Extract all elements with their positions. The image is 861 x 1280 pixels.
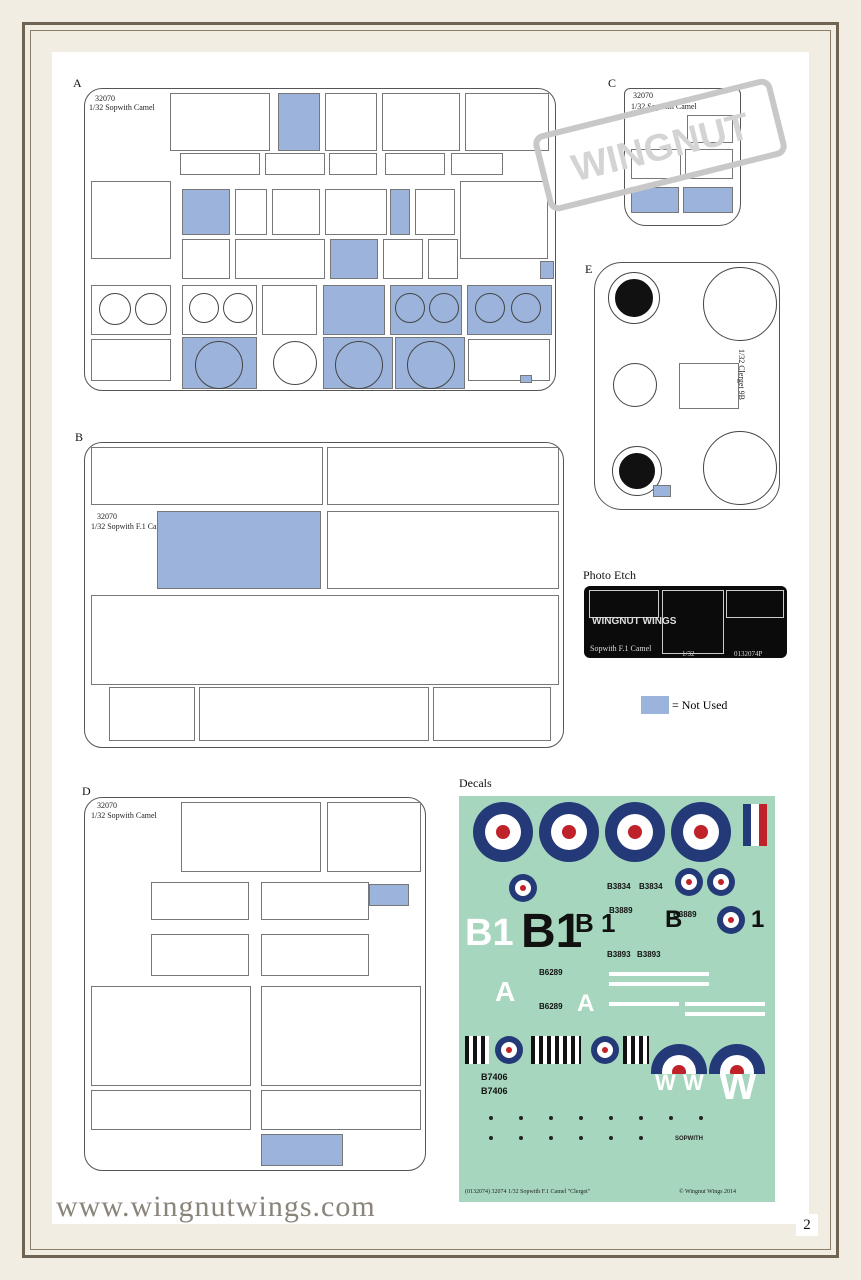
decal-caption-left: (0132074) 32074 1/32 Sopwith F.1 Camel "…	[465, 1189, 591, 1195]
legend-swatch	[641, 696, 669, 714]
photo-etch-brand: WINGNUT WINGS	[592, 616, 677, 627]
sprue-c-code: 32070	[633, 91, 653, 100]
sprue-b: 32070 1/32 Sopwith F.1 Camel	[84, 442, 564, 748]
sprue-d-label: D	[82, 784, 91, 798]
sprue-b-name: 1/32 Sopwith F.1 Camel	[91, 522, 169, 531]
wingnut-watermark-logo: WINGNUT	[511, 58, 809, 232]
sprue-d-code: 32070	[97, 801, 117, 810]
sprue-d: 32070 1/32 Sopwith Camel	[84, 797, 426, 1171]
sprue-b-code: 32070	[97, 512, 117, 521]
sprue-a-name: 1/32 Sopwith Camel	[89, 103, 155, 112]
sprue-a-code: 32070	[95, 94, 115, 103]
photo-etch-name: Sopwith F.1 Camel	[590, 644, 652, 653]
sprue-a-label: A	[73, 76, 82, 90]
sprue-e: 1/32 Clerget 9B	[594, 262, 780, 510]
sprue-e-label: E	[585, 262, 593, 276]
footer-url[interactable]: www.wingnutwings.com	[56, 1190, 376, 1223]
decals-title: Decals	[459, 776, 492, 790]
sprue-d-name: 1/32 Sopwith Camel	[91, 811, 157, 820]
sprue-c-label: C	[608, 76, 617, 90]
photo-etch-scale: 1/32	[682, 650, 695, 658]
photo-etch-part-no: 0132074P	[734, 650, 763, 658]
inner-border	[30, 30, 831, 1250]
photo-etch-fret: WINGNUT WINGS Sopwith F.1 Camel 1/32 013…	[584, 586, 787, 658]
page-number: 2	[796, 1214, 818, 1236]
decal-sheet: B3834 B3834 B3889 B3889 B3893 B3893 B628…	[459, 796, 775, 1202]
svg-text:WINGNUT: WINGNUT	[568, 106, 754, 191]
outer-border	[22, 22, 839, 1258]
sprue-b-label: B	[75, 430, 84, 444]
sprue-e-code: 1/32 Clerget 9B	[737, 349, 746, 400]
decal-caption-right: © Wingnut Wings 2014	[679, 1189, 737, 1195]
legend-label: = Not Used	[672, 698, 728, 712]
sprue-a: 32070 1/32 Sopwith Camel	[84, 88, 556, 391]
decal-product: SOPWITH	[675, 1136, 703, 1142]
photo-etch-title: Photo Etch	[583, 568, 636, 582]
